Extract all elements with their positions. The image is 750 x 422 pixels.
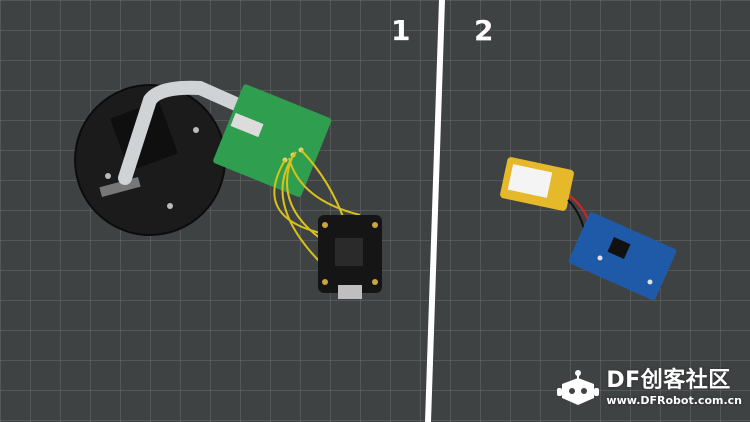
- panel-divider: [425, 0, 445, 422]
- ribbon-cable: [118, 80, 252, 185]
- mini-controller-board: [318, 215, 382, 299]
- step-number-2: 2: [474, 14, 494, 47]
- watermark-brand: DF创客社区: [606, 368, 731, 393]
- watermark-url: www.DFRobot.com.cn: [606, 394, 742, 407]
- lipo-battery: [500, 157, 574, 211]
- blue-charger-board: [568, 212, 677, 301]
- watermark: DF创客社区 www.DFRobot.com.cn: [556, 368, 742, 408]
- robot-head-icon: [556, 368, 600, 408]
- step-number-1: 1: [391, 14, 411, 47]
